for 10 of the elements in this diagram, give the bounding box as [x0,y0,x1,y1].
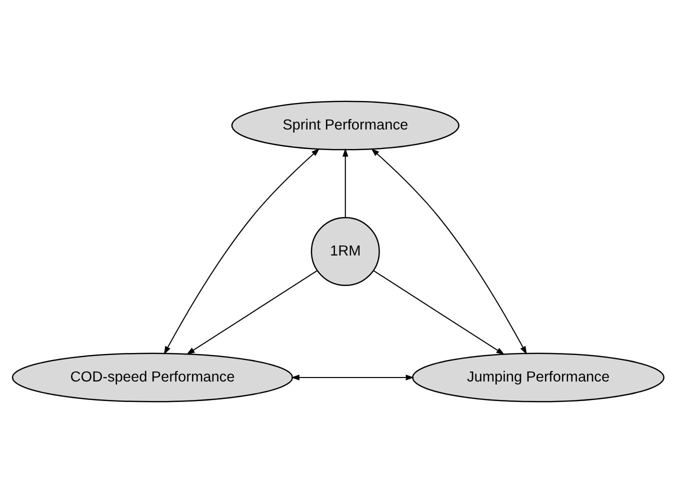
arrow [371,148,527,354]
arrow [373,270,505,354]
node-ellipse: COD-speed Performance [12,352,294,402]
node-circle: 1RM [310,216,380,286]
arrow [186,270,318,354]
node-ellipse: Jumping Performance [412,352,664,402]
arrow [164,148,320,354]
arrow [342,148,348,217]
arrow [291,374,414,380]
node-ellipse: Sprint Performance [231,100,460,150]
